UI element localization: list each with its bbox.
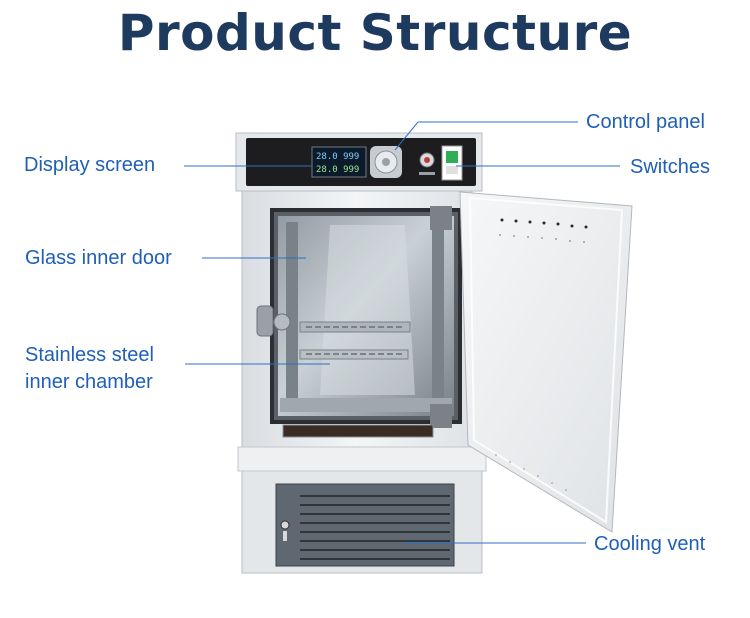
label-stainless-line-2: inner chamber (25, 371, 153, 393)
page-title: Product Structure (117, 4, 633, 62)
label-stainless-line-1: Stainless steel (25, 344, 154, 366)
label-display-screen: Display screen (24, 154, 156, 176)
display-screen: 28.0 999 28.0 999 (311, 146, 367, 178)
vent-lock-icon[interactable] (280, 520, 290, 541)
leader-line-control-panel-diagonal (394, 121, 419, 151)
power-switch[interactable] (441, 145, 463, 181)
keypad[interactable] (370, 146, 402, 178)
display-line-1: 28.0 999 (316, 152, 359, 162)
lower-hinge (430, 404, 452, 428)
upper-hinge (430, 206, 452, 230)
cooling-vent (275, 483, 455, 567)
drip-tray (282, 424, 434, 438)
outer-door[interactable] (459, 191, 633, 533)
glass-inner-door[interactable] (270, 208, 462, 424)
label-glass-inner-door: Glass inner door (25, 247, 172, 269)
indicator-knob[interactable] (419, 152, 435, 175)
label-control-panel: Control panel (586, 111, 705, 133)
display-line-2: 28.0 999 (316, 165, 359, 175)
stainless-steel-inner-chamber (272, 210, 460, 422)
door-latch[interactable] (256, 305, 291, 337)
label-switches: Switches (630, 156, 711, 178)
label-cooling-vent: Cooling vent (594, 533, 706, 555)
